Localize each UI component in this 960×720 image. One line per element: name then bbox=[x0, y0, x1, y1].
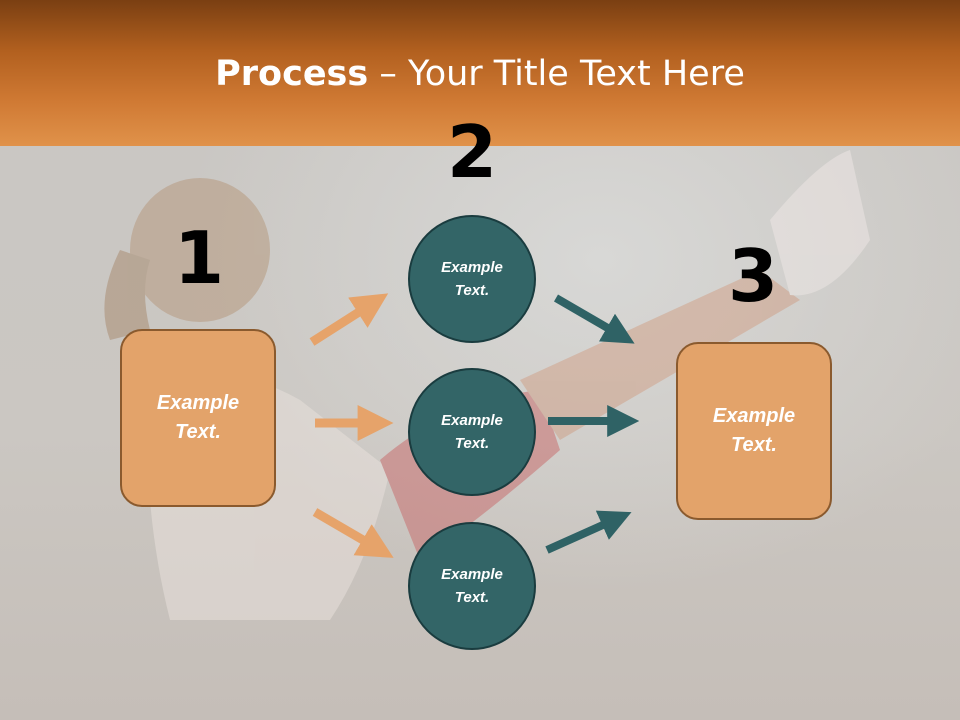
step-number-3: 3 bbox=[727, 234, 779, 318]
photo-shoes bbox=[770, 150, 870, 296]
slide-header-bar bbox=[0, 0, 960, 146]
step-circle-1: Example Text. bbox=[408, 215, 536, 343]
slide-title: Process – Your Title Text Here bbox=[0, 52, 960, 96]
step-number-2: 2 bbox=[446, 110, 498, 194]
step-circle-2: Example Text. bbox=[408, 368, 536, 496]
step-circle-1-text: Example Text. bbox=[441, 259, 503, 299]
step-circle-3: Example Text. bbox=[408, 522, 536, 650]
step-box-1-text: Example Text. bbox=[156, 392, 240, 443]
title-rest: – Your Title Text Here bbox=[368, 54, 745, 94]
step-box-3: Example Text. bbox=[676, 342, 832, 520]
step-box-1: Example Text. bbox=[120, 329, 276, 507]
arrow-box1-to-circle3 bbox=[312, 508, 394, 558]
photo-hair bbox=[104, 250, 150, 340]
arrow-box1-to-circle1 bbox=[309, 293, 389, 346]
step-box-3-text: Example Text. bbox=[712, 405, 796, 456]
title-bold: Process bbox=[215, 54, 369, 94]
arrow-circle1-to-box3 bbox=[553, 294, 635, 344]
arrow-circle3-to-box3 bbox=[545, 510, 632, 554]
photo-head bbox=[130, 178, 270, 322]
step-circle-3-text: Example Text. bbox=[441, 566, 503, 606]
step-circle-2-text: Example Text. bbox=[441, 412, 503, 452]
photo-leg bbox=[520, 270, 800, 440]
step-number-1: 1 bbox=[173, 216, 225, 300]
